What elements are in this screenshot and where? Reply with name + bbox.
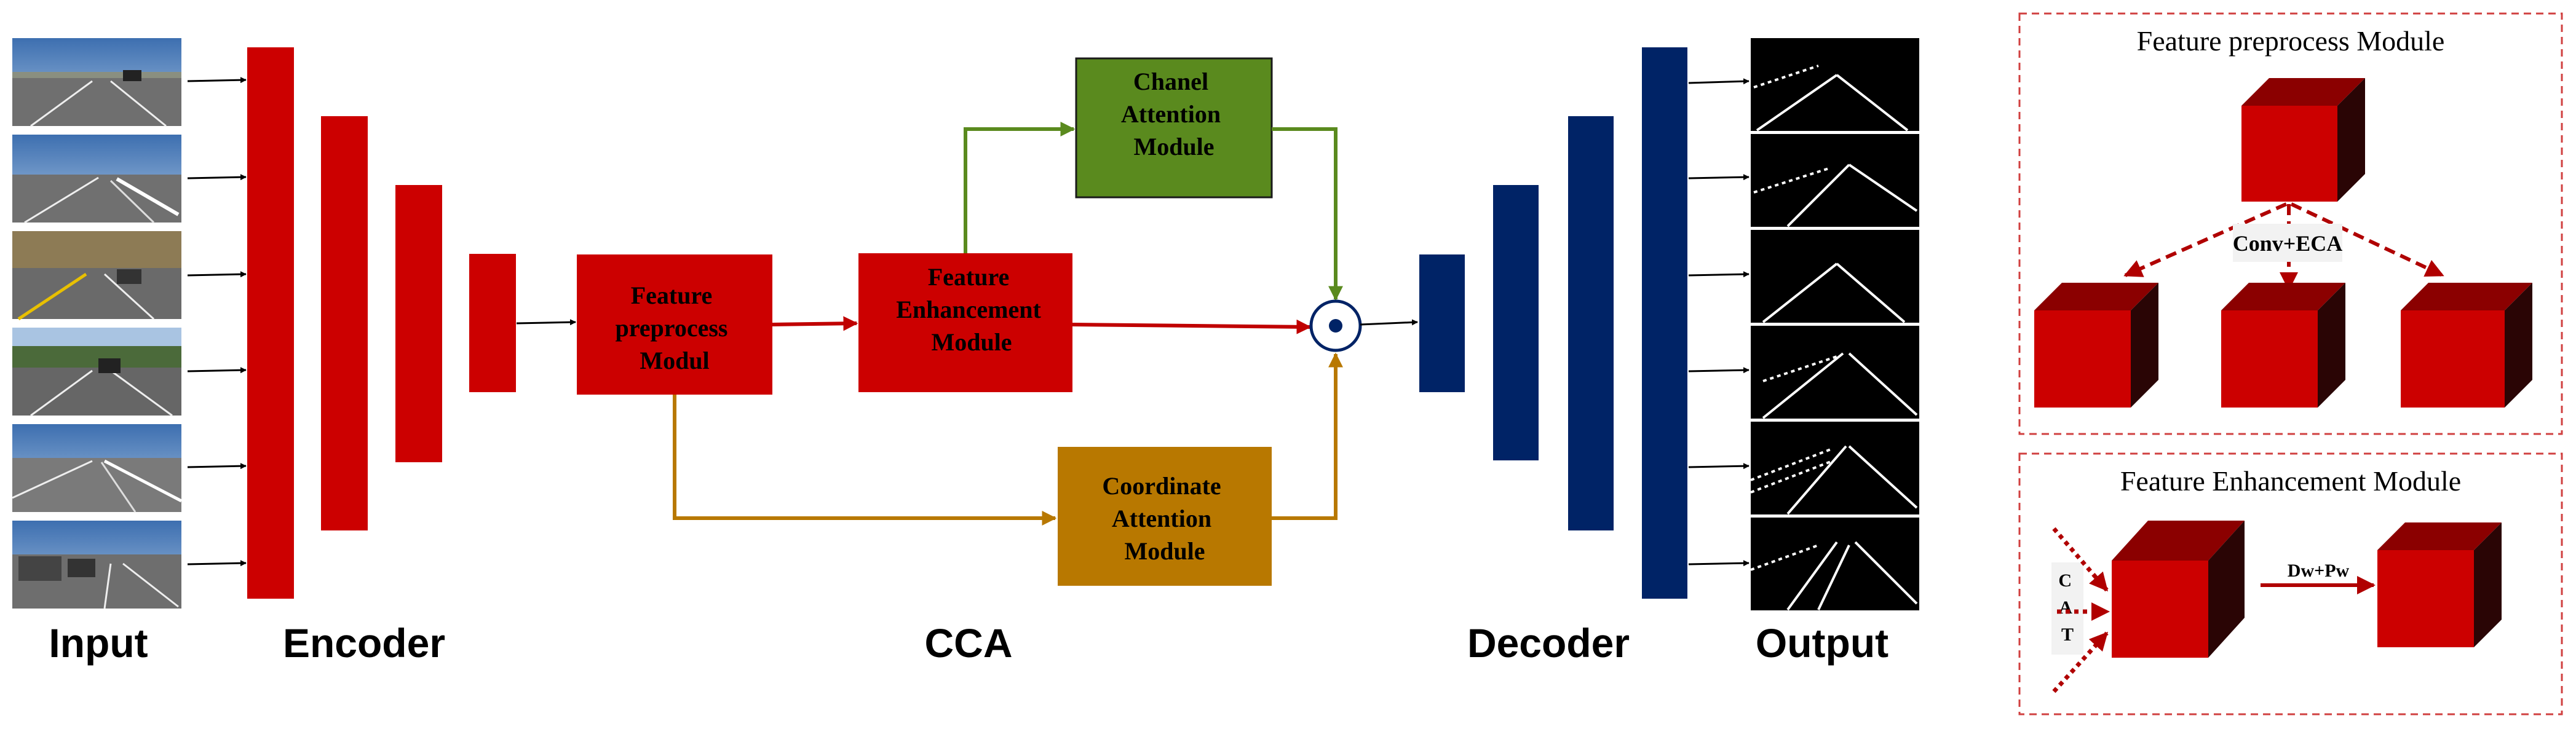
output-image-stack	[1750, 38, 1919, 611]
output-arrow	[1688, 78, 1750, 85]
enhancement-module: Feature Enhancement Module	[858, 253, 1072, 392]
preprocess-module-label: Feature preprocess Modul	[616, 282, 734, 374]
input-image	[12, 231, 181, 321]
preprocess-panel-title: Feature preprocess Module	[2137, 25, 2445, 57]
input-image	[12, 38, 181, 127]
coordinate-to-fusion-path	[1272, 352, 1343, 520]
enhancement-detail-panel: Feature Enhancement Module C A T Dw+Pw	[2018, 452, 2563, 715]
input-arrow	[187, 77, 247, 84]
input-arrow	[187, 174, 247, 181]
input-image	[12, 135, 181, 224]
section-label-decoder: Decoder	[1467, 620, 1630, 666]
output-lane-mask	[1750, 422, 1919, 515]
input-image	[12, 424, 183, 513]
encoder-block	[321, 116, 368, 530]
input-arrow	[187, 463, 247, 470]
split-arrow-left	[2123, 202, 2288, 277]
dwpw-label: Dw+Pw	[2288, 561, 2350, 581]
split-arrow-right	[2290, 202, 2444, 277]
output-arrow	[1688, 367, 1750, 374]
decoder-block	[1642, 47, 1687, 599]
input-arrow	[187, 367, 247, 374]
decoder-block	[1493, 185, 1539, 460]
enhancement-to-fusion-arrow	[1072, 319, 1312, 334]
input-image	[12, 328, 181, 417]
conv-eca-label: Conv+ECA	[2233, 231, 2343, 256]
input-arrow	[187, 560, 247, 567]
output-arrows	[1688, 78, 1750, 567]
channel-to-fusion-path	[1272, 127, 1343, 301]
feature-cube	[2241, 78, 2365, 202]
encoder-block	[395, 185, 442, 462]
section-label-input: Input	[49, 620, 148, 666]
input-arrows	[187, 77, 247, 567]
preprocess-to-coordinate-path	[673, 395, 1057, 526]
fusion-to-decoder-arrow	[1360, 319, 1418, 326]
feature-cube	[2401, 283, 2532, 408]
feature-cube	[2377, 522, 2502, 647]
output-arrow	[1688, 174, 1750, 181]
channel-attention-label: Chanel Attention Module	[1121, 68, 1227, 160]
output-arrow	[1688, 271, 1750, 278]
enhancement-to-channel-path	[964, 122, 1076, 253]
encoder-block	[247, 47, 294, 599]
preprocess-to-enhancement-arrow	[772, 316, 858, 331]
output-lane-mask	[1750, 518, 1919, 611]
decoder-block	[1568, 116, 1614, 530]
encoder-blocks	[247, 47, 516, 599]
channel-attention-module: Chanel Attention Module	[1075, 57, 1273, 199]
decoder-block	[1419, 254, 1465, 392]
decoder-blocks	[1419, 47, 1687, 599]
enhancement-module-label: Feature Enhancement Module	[896, 263, 1047, 356]
output-arrow	[1688, 560, 1750, 567]
output-lane-mask	[1751, 38, 1919, 132]
output-arrow	[1688, 463, 1750, 470]
fusion-dot	[1329, 319, 1342, 333]
preprocess-detail-panel: Feature preprocess Module Conv+ECA	[2018, 12, 2563, 435]
input-arrow	[187, 271, 247, 278]
input-image-stack	[12, 38, 183, 609]
encoder-block	[469, 254, 516, 392]
section-label-encoder: Encoder	[283, 620, 445, 666]
fusion-node	[1309, 299, 1362, 352]
output-lane-mask	[1751, 230, 1919, 323]
output-lane-mask	[1751, 326, 1919, 419]
feature-cube	[2034, 283, 2158, 408]
section-label-cca: CCA	[925, 620, 1013, 666]
coordinate-attention-label: Coordinate Attention Module	[1102, 472, 1227, 565]
input-image	[12, 521, 181, 609]
encoder-to-preprocess-arrow	[516, 319, 576, 326]
section-label-output: Output	[1756, 620, 1888, 666]
preprocess-module: Feature preprocess Modul	[577, 254, 772, 395]
feature-cube	[2221, 283, 2345, 408]
enhancement-panel-title: Feature Enhancement Module	[2120, 465, 2461, 497]
coordinate-attention-module: Coordinate Attention Module	[1058, 447, 1272, 586]
output-lane-mask	[1751, 134, 1919, 227]
feature-cube	[2112, 521, 2245, 658]
